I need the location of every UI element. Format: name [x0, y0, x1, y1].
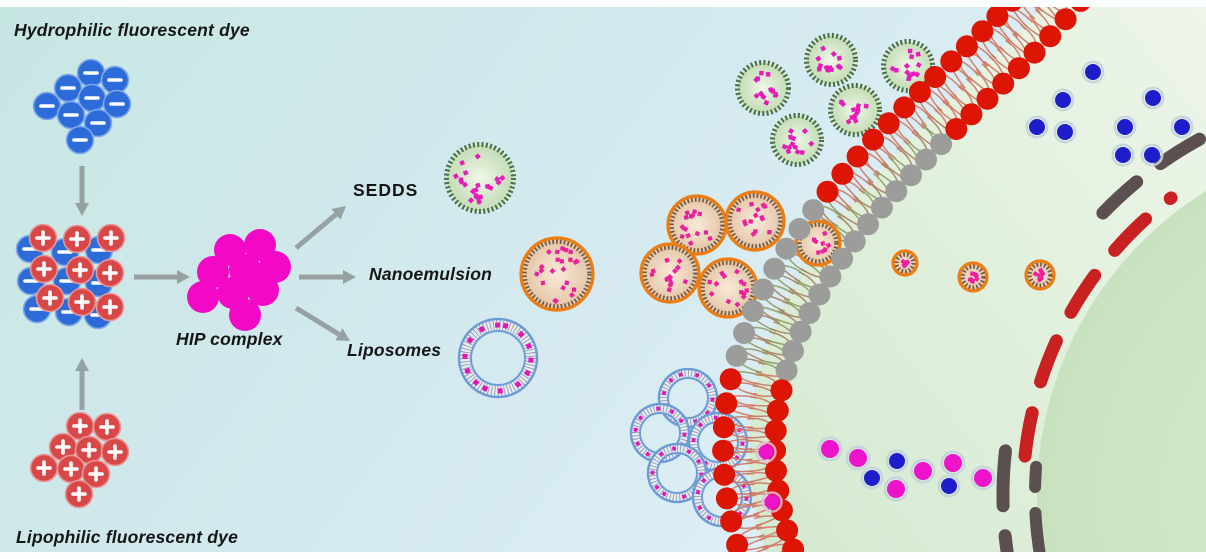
released-hydrophilic-dye-dot [1081, 60, 1105, 84]
lipid-heads [712, 0, 1092, 559]
intracellular-content [817, 60, 1194, 502]
flow-arrow [294, 305, 350, 341]
dye-dot-crossing-membrane [761, 491, 783, 513]
nanoemulsion-droplet [639, 242, 701, 304]
lipophilic-dye-cluster [29, 411, 130, 509]
lipophilic-dye-molecule [29, 254, 59, 284]
nanoemulsion-droplet [1024, 259, 1056, 291]
label-nanoemulsion: Nanoemulsion [369, 264, 492, 284]
released-hydrophilic-dye-dot [1140, 143, 1164, 167]
nanoemulsion-droplet [724, 190, 786, 252]
sedds-vesicle [881, 39, 935, 93]
sedds-vesicle [770, 113, 824, 167]
released-hydrophilic-dye-dot [1111, 143, 1135, 167]
hydrophilic-dye-molecule [102, 89, 132, 119]
sedds-vesicle [735, 60, 791, 116]
formulation-scheme [15, 58, 595, 509]
sedds-vesicle [804, 33, 858, 87]
released-hip-dye-dot [845, 445, 871, 471]
released-hydrophilic-dye-dot [1113, 115, 1137, 139]
lipophilic-dye-molecule [95, 258, 125, 288]
lipophilic-dye-molecule [56, 454, 86, 484]
lipophilic-dye-molecule [29, 453, 59, 483]
released-hydrophilic-dye-dot [937, 474, 961, 498]
liposome-vesicle [646, 442, 708, 504]
nucleus [1037, 191, 1206, 559]
hydrophilic-dye-molecule [56, 100, 86, 130]
liposome-vesicle [457, 317, 539, 399]
label-liposomes: Liposomes [347, 340, 442, 360]
nanoemulsion-droplet [957, 261, 989, 293]
released-hip-dye-dot [970, 465, 996, 491]
lipophilic-dye-molecule [74, 435, 104, 465]
lipophilic-dye-molecule [81, 459, 111, 489]
flow-arrow [75, 166, 89, 216]
flow-arrow [294, 206, 346, 250]
hydrophilic-dye-molecule [53, 73, 83, 103]
label-lipophilic-fluorescent-dye: Lipophilic fluorescent dye [16, 527, 239, 547]
nuclear-envelope [996, 128, 1206, 559]
released-hydrophilic-dye-dot [1141, 86, 1165, 110]
nanoemulsion-droplet [519, 236, 595, 312]
lipophilic-dye-molecule [62, 224, 92, 254]
released-hip-dye-dot [940, 450, 966, 476]
hydrophilic-dye-molecule [65, 125, 95, 155]
released-hip-dye-dot [883, 476, 909, 502]
hydrophilic-dye-molecule [76, 58, 106, 88]
nanoemulsion-droplet [666, 194, 728, 256]
ion-pair-cluster [15, 223, 126, 330]
released-hip-dye-dot [910, 458, 936, 484]
nuclear-envelope-gray-arc-bottom-inner [1029, 460, 1047, 559]
frame-strip-bottom [0, 552, 1206, 559]
vesicles-approaching-membrane [629, 33, 882, 528]
hydrophilic-dye-molecule [83, 108, 113, 138]
nuclear-envelope-gray-arc-top [1096, 128, 1206, 220]
nanoemulsion-droplet [891, 249, 919, 277]
released-hydrophilic-dye-dot [885, 449, 909, 473]
lipophilic-dye-molecule [100, 437, 130, 467]
hydrophilic-dye-molecule [100, 65, 130, 95]
lipophilic-dye-molecule [28, 223, 58, 253]
released-hydrophilic-dye-dot [1053, 120, 1077, 144]
sedds-vesicle [828, 83, 882, 137]
released-hydrophilic-dye-dot [1025, 115, 1049, 139]
sedds-vesicle [444, 142, 516, 214]
lipophilic-dye-molecule [64, 479, 94, 509]
hydrophilic-dye-molecule [32, 91, 62, 121]
dye-dot-crossing-membrane [755, 441, 777, 463]
lipophilic-dye-molecule [48, 432, 78, 462]
nuclear-envelope-gray-arc-bottom-outer [996, 427, 1015, 559]
flow-arrow [299, 270, 356, 284]
nuclear-envelope-red-arc [1018, 191, 1178, 463]
flow-arrow [134, 270, 190, 284]
hip-complex-cluster [187, 229, 291, 331]
label-hydrophilic-fluorescent-dye: Hydrophilic fluorescent dye [14, 20, 250, 40]
label-hip-complex: HIP complex [176, 329, 283, 349]
lipophilic-dye-molecule [35, 283, 65, 313]
flow-arrow [75, 358, 89, 410]
lipophilic-dye-molecule [95, 292, 125, 322]
lipophilic-dye-molecule [92, 412, 122, 442]
lipophilic-dye-molecule [67, 287, 97, 317]
released-hydrophilic-dye-dot [860, 466, 884, 490]
released-hydrophilic-dye-dot [1170, 115, 1194, 139]
frame-strip-top [0, 0, 1206, 7]
lipophilic-dye-molecule [96, 223, 126, 253]
liposome-vesicle [657, 367, 719, 429]
label-sedds: SEDDS [353, 180, 419, 200]
hydrophilic-dye-cluster [32, 58, 132, 155]
lipophilic-dye-molecule [65, 255, 95, 285]
released-hydrophilic-dye-dot [1051, 88, 1075, 112]
released-hip-dye-dot [817, 436, 843, 462]
